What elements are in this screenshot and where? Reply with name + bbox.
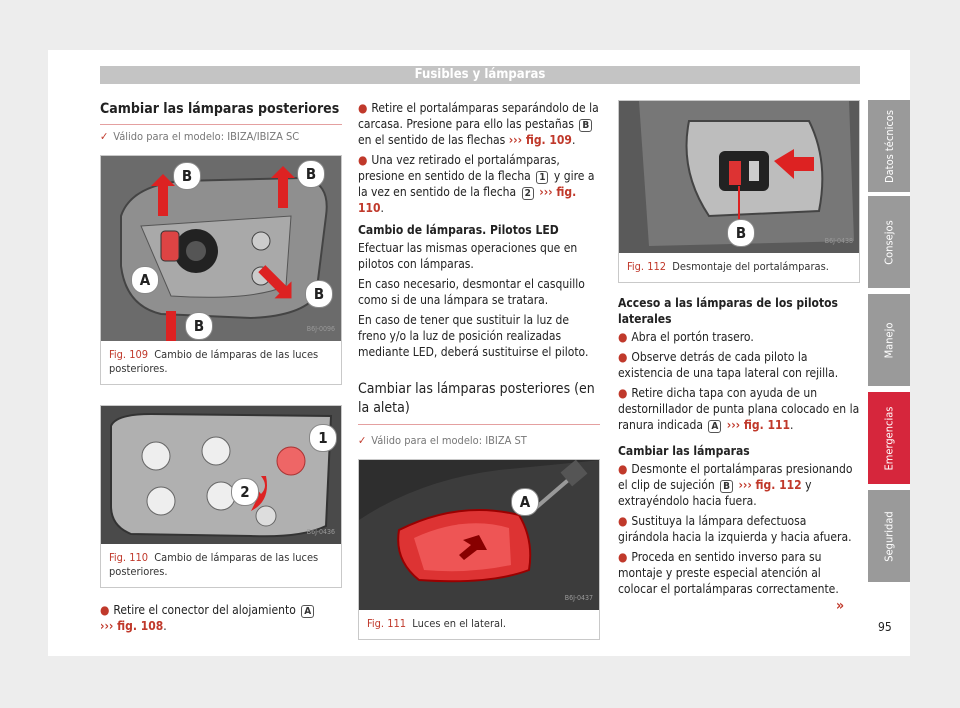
subheading: Acceso a las lámparas de los pilotos lat… xyxy=(618,296,838,326)
check-icon: ✓ xyxy=(100,130,109,143)
validity-note: ✓Válido para el modelo: IBIZA ST xyxy=(358,434,527,447)
instruction-bullet: ●Observe detrás de cada piloto la existe… xyxy=(618,350,839,380)
lampholder-removal-illustration xyxy=(619,101,859,253)
tab-seguridad[interactable]: Seguridad xyxy=(868,490,910,582)
side-light-cover-illustration xyxy=(359,460,599,610)
paragraph: Efectuar las mismas operaciones que en p… xyxy=(358,241,578,271)
lampholder-illustration xyxy=(101,406,341,544)
instruction-bullet: ●Retire el conector del alojamiento A›››… xyxy=(100,602,342,634)
callout-b: B xyxy=(305,280,333,308)
instruction-bullet: ●Retire dicha tapa con ayuda de un desto… xyxy=(618,386,860,433)
page-number: 95 xyxy=(878,620,892,634)
section-title: Cambiar las lámparas posteriores xyxy=(100,100,342,125)
subheading: Cambio de lámparas. Pilotos LED xyxy=(358,223,559,237)
image-code: B6J-0436 xyxy=(306,528,335,536)
paragraph: En caso necesario, desmontar el casquill… xyxy=(358,277,585,307)
figure-111-image: A B6J-0437 xyxy=(359,460,599,610)
figure-link[interactable]: ››› fig. 112 xyxy=(738,478,802,492)
instruction-bullet: ●Desmonte el portalámparas presionando e… xyxy=(618,462,853,508)
figure-link[interactable]: ››› fig. 109 xyxy=(508,133,572,147)
figure-110: 1 2 B6J-0436 Fig. 110 Cambio de lámparas… xyxy=(100,405,342,588)
image-code: B6J-0437 xyxy=(564,594,593,602)
figure-caption: Fig. 112 Desmontaje del portalámparas. xyxy=(627,260,829,273)
callout-2: 2 xyxy=(231,478,259,506)
tab-manejo[interactable]: Manejo xyxy=(868,294,910,386)
taillight-housing-illustration xyxy=(101,156,341,341)
callout-b: B xyxy=(727,219,755,247)
figure-caption: Fig. 109 Cambio de lámparas de las luces… xyxy=(109,348,319,375)
section-title: Cambiar las lámparas posteriores (en la … xyxy=(358,364,600,425)
subheading: Cambiar las lámparas xyxy=(618,444,750,458)
callout-b: B xyxy=(173,162,201,190)
instruction-bullet: ●Proceda en sentido inverso para su mont… xyxy=(618,550,839,596)
column-1: Cambiar las lámparas posteriores ✓Válido… xyxy=(100,100,342,638)
tab-datos-tecnicos[interactable]: Datos técnicos xyxy=(868,100,910,192)
figure-link[interactable]: ››› fig. 108 xyxy=(100,619,164,633)
column-2: ●Retire el portalámparas separándolo de … xyxy=(358,100,600,640)
column-3: B B6J-0438 Fig. 112 Desmontaje del porta… xyxy=(618,100,860,601)
callout-b: B xyxy=(185,312,213,340)
figure-110-image: 1 2 B6J-0436 xyxy=(101,406,341,544)
paragraph: En caso de tener que sustituir la luz de… xyxy=(358,313,589,359)
continue-arrow-icon: » xyxy=(836,598,845,614)
figure-112: B B6J-0438 Fig. 112 Desmontaje del porta… xyxy=(618,100,860,283)
image-code: B6J-0096 xyxy=(306,325,335,333)
callout-b: B xyxy=(297,160,325,188)
callout-1: 1 xyxy=(309,424,337,452)
figure-109-image: B B A B B B6J-0096 xyxy=(101,156,341,341)
figure-109: B B A B B B6J-0096 Fig. 109 Cambio de lá… xyxy=(100,155,342,385)
figure-caption: Fig. 110 Cambio de lámparas de las luces… xyxy=(109,551,319,578)
instruction-bullet: ●Retire el portalámparas separándolo de … xyxy=(358,101,599,147)
section-header: Fusibles y lámparas xyxy=(100,66,860,84)
figure-link[interactable]: ››› fig. 111 xyxy=(726,418,791,432)
figure-link[interactable]: ››› fig. 110 xyxy=(358,185,577,215)
instruction-bullet: ●Sustituya la lámpara defectuosa girándo… xyxy=(618,514,852,544)
validity-note: ✓Válido para el modelo: IBIZA/IBIZA SC xyxy=(100,130,300,143)
tab-consejos[interactable]: Consejos xyxy=(868,196,910,288)
check-icon: ✓ xyxy=(358,434,367,447)
figure-111: A B6J-0437 Fig. 111 Luces en el lateral. xyxy=(358,459,600,640)
instruction-bullet: ●Abra el portón trasero. xyxy=(618,330,754,344)
image-code: B6J-0438 xyxy=(824,237,853,245)
callout-a: A xyxy=(131,266,159,294)
callout-a: A xyxy=(511,488,539,516)
figure-112-image: B B6J-0438 xyxy=(619,101,859,253)
instruction-bullet: ●Una vez retirado el portalámparas, pres… xyxy=(358,153,595,215)
tab-emergencias[interactable]: Emergencias xyxy=(868,392,910,484)
figure-caption: Fig. 111 Luces en el lateral. xyxy=(367,617,506,630)
